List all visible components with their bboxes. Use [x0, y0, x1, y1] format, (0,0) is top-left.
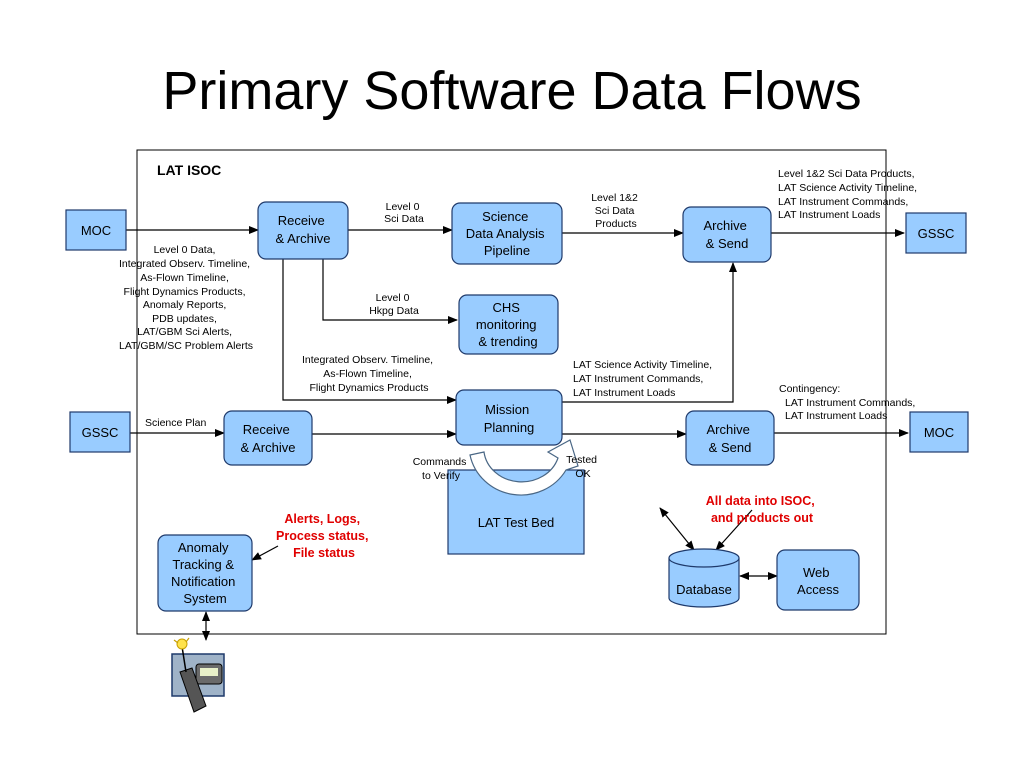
archive-send-bottom-label: Archive & Send [707, 422, 754, 455]
science-pipeline-label: Science Data Analysis Pipeline [466, 209, 548, 258]
mp-inputs-label: Integrated Observ. Timeline, As-Flown Ti… [302, 354, 436, 394]
moc-left-node [65, 209, 127, 251]
moc-inputs-label: Level 0 Data, Integrated Observ. Timelin… [119, 244, 253, 352]
level12-sci-label: Level 1&2 Sci Data Products [591, 192, 641, 230]
database-label: Database [676, 582, 732, 597]
gssc-right-label: GSSC [918, 226, 955, 241]
moc-left-label: MOC [81, 223, 111, 238]
verify-loop-arrow-icon [469, 439, 579, 496]
alerts-note: Alerts, Logs, Process status, File statu… [276, 512, 372, 560]
gssc-left-label: GSSC [82, 425, 119, 440]
chs-node [458, 294, 559, 355]
gssc-outputs-label: Level 1&2 Sci Data Products, LAT Science… [778, 168, 920, 221]
archive-send-bottom-node [685, 410, 775, 466]
database-icon [668, 548, 740, 608]
gssc-left-node [69, 411, 131, 453]
web-access-label: Web Access [797, 565, 839, 597]
pager-phone-icon [171, 637, 225, 713]
page-title: Primary Software Data Flows [162, 61, 862, 121]
archive-send-top-label: Archive & Send [704, 218, 751, 251]
mp-outputs-label: LAT Science Activity Timeline, LAT Instr… [573, 359, 715, 399]
receive-archive-top-label: Receive & Archive [276, 213, 331, 246]
contingency-label: Contingency: LAT Instrument Commands, LA… [779, 383, 918, 422]
level0-hkpg-label: Level 0 Hkpg Data [369, 292, 419, 317]
container-label: LAT ISOC [157, 162, 221, 178]
tested-ok-label: Tested OK [566, 454, 600, 480]
mission-planning-label: Mission Planning [484, 402, 535, 435]
receive-archive-bottom-label: Receive & Archive [241, 422, 296, 455]
gssc-right-node [905, 212, 967, 254]
flow-lines [126, 226, 909, 641]
chs-label: CHS monitoring & trending [476, 300, 540, 349]
science-pipeline-node [451, 202, 563, 265]
test-bed-label: LAT Test Bed [478, 515, 555, 530]
receive-archive-top-node [257, 201, 349, 260]
receive-archive-bottom-node [223, 410, 313, 466]
mission-planning-node [455, 389, 563, 446]
anomaly-label: Anomaly Tracking & Notification System [171, 540, 239, 606]
moc-right-node [909, 411, 969, 453]
archive-send-top-node [682, 206, 772, 263]
isoc-container [136, 149, 887, 635]
level0-sci-label: Level 0 Sci Data [384, 201, 424, 225]
science-plan-label: Science Plan [145, 417, 206, 429]
web-access-node [776, 549, 860, 611]
anomaly-node [157, 534, 253, 612]
commands-verify-label: Commands to Verify [413, 456, 470, 482]
moc-right-label: MOC [924, 425, 954, 440]
all-data-note: All data into ISOC, and products out [706, 494, 819, 525]
